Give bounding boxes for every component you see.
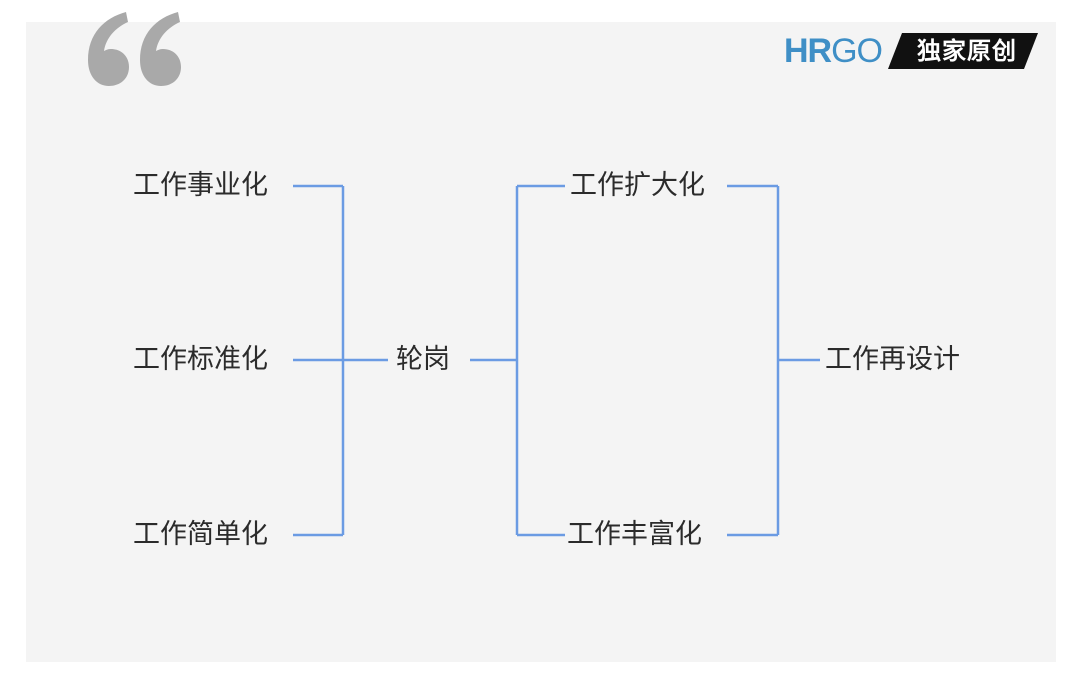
brand: HRGO 独家原创 [784, 31, 1039, 71]
node-center: 轮岗 [396, 344, 450, 375]
node-left-top: 工作事业化 [133, 170, 268, 201]
diagram-card [26, 22, 1056, 662]
node-left-bottom: 工作简单化 [133, 519, 268, 550]
node-right-top: 工作扩大化 [570, 170, 705, 201]
brand-tag-label: 独家原创 [917, 37, 1018, 65]
node-result: 工作再设计 [825, 344, 960, 375]
brand-tag: 独家原创 [888, 33, 1039, 69]
node-left-middle: 工作标准化 [133, 344, 268, 375]
node-right-bottom: 工作丰富化 [567, 519, 702, 550]
brand-logo: HRGO [784, 32, 883, 70]
open-quote-icon [88, 12, 181, 86]
